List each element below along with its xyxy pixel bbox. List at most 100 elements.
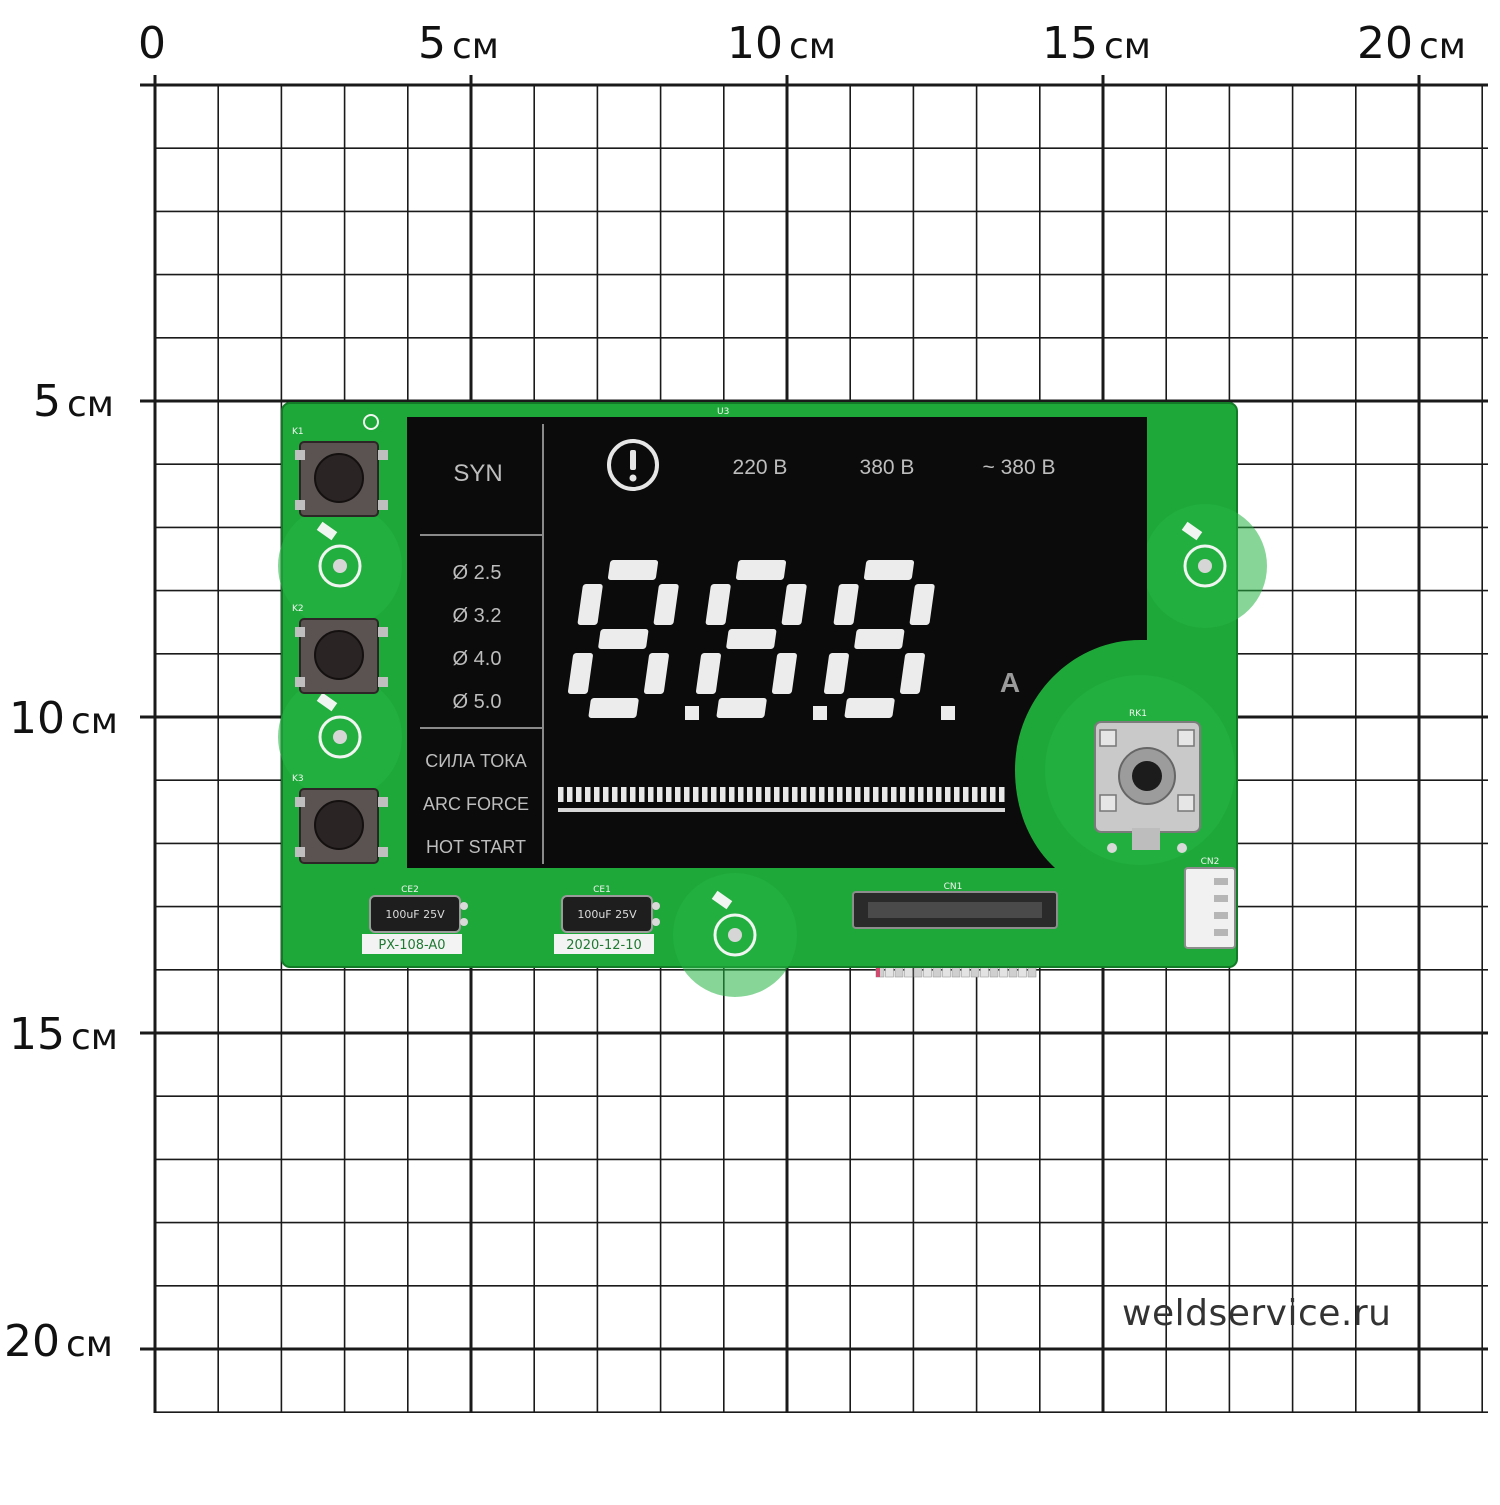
bar-segment [558, 787, 564, 802]
axis-top-0: 0 [138, 18, 166, 69]
button-leg [378, 677, 388, 687]
bar-segment [900, 787, 906, 802]
segment [716, 698, 767, 718]
bar-segment [648, 787, 654, 802]
segment [588, 698, 639, 718]
capacitor-body [369, 895, 461, 933]
segment [844, 698, 895, 718]
capacitor-pin [460, 902, 468, 910]
silkscreen-box [554, 934, 654, 954]
bar-segment [846, 787, 852, 802]
button-cap [314, 630, 364, 680]
bar-segment [711, 787, 717, 802]
electrode-label: Ø 2.5 [453, 562, 502, 584]
capacitor-pin [652, 902, 660, 910]
bar-segment [882, 787, 888, 802]
segment [607, 560, 659, 580]
bar-segment [837, 787, 843, 802]
bar-segment [783, 787, 789, 802]
bar-segment [639, 787, 645, 802]
bar-segment [765, 787, 771, 802]
segment [863, 560, 915, 580]
segment [781, 584, 807, 625]
bar-graph [558, 787, 1005, 812]
bar-segment [864, 787, 870, 802]
segment [653, 584, 679, 625]
pad-hole [333, 559, 347, 573]
connector-pin [1214, 929, 1228, 936]
bar-segment [612, 787, 618, 802]
bar-segment [954, 787, 960, 802]
decimal-point [813, 706, 827, 720]
connector-pin [1214, 878, 1228, 885]
silkscreen-box [362, 934, 462, 954]
segment [577, 584, 603, 625]
button-leg [378, 847, 388, 857]
bar-segment [567, 787, 573, 802]
bar-segment [684, 787, 690, 802]
mount-pad [278, 675, 402, 799]
button-leg [378, 450, 388, 460]
bar-segment [891, 787, 897, 802]
segment [726, 629, 777, 649]
bar-segment [810, 787, 816, 802]
mount-pad [673, 873, 797, 997]
segment [567, 653, 593, 694]
bar-segment [963, 787, 969, 802]
bar-segment [801, 787, 807, 802]
encoder-clip [1177, 794, 1195, 812]
bar-segment [774, 787, 780, 802]
warning-dot [629, 474, 637, 482]
bar-segment [819, 787, 825, 802]
param-label: ARC FORCE [423, 794, 529, 814]
bar-segment [729, 787, 735, 802]
screw-mount-icon [316, 521, 338, 541]
screw-mount-icon [1181, 521, 1203, 541]
bar-segment [576, 787, 582, 802]
mode-label: SYN [453, 460, 502, 487]
button-leg [295, 500, 305, 510]
capacitor-marking: 100uF 25V [385, 908, 445, 921]
connector-body [1184, 867, 1236, 949]
bar-segment [828, 787, 834, 802]
connector-ref: CN1 [944, 882, 963, 892]
bar-segment [630, 787, 636, 802]
param-label: СИЛА ТОКА [425, 751, 526, 771]
electrode-label: Ø 3.2 [453, 605, 502, 627]
bar-segment [666, 787, 672, 802]
pad-ring [713, 913, 757, 957]
connector-pin [1214, 895, 1228, 902]
param-label: HOT START [426, 837, 526, 857]
fiducial [363, 414, 379, 430]
button-ref: K2 [292, 604, 304, 614]
bar-segment [909, 787, 915, 802]
pad-hole [333, 730, 347, 744]
exclamation-circle-icon [607, 439, 659, 491]
capacitor-pin [652, 918, 660, 926]
electrode-label: Ø 5.0 [453, 691, 502, 713]
bar-segment [855, 787, 861, 802]
button-cap [314, 453, 364, 503]
button-leg [295, 797, 305, 807]
encoder-shaft [1132, 761, 1162, 791]
bar-baseline [558, 808, 1005, 812]
capacitor-pin [460, 918, 468, 926]
connector-slot [868, 902, 1042, 918]
tact-button-k2: K2 [292, 604, 388, 694]
electrode-label: Ø 4.0 [453, 648, 502, 670]
button-ref: K1 [292, 427, 304, 437]
capacitor-ref: CE2 [401, 885, 419, 895]
capacitor-ref: CE1 [593, 885, 611, 895]
screw-mount-icon [711, 890, 733, 910]
bar-segment [972, 787, 978, 802]
bar-segment [747, 787, 753, 802]
voltage-label: ~ 380 В [983, 456, 1056, 479]
rotary-encoder: RK1 [1045, 675, 1235, 865]
connector-cn2: CN2 [1184, 857, 1236, 949]
pad-ring [318, 715, 362, 759]
bar-segment [585, 787, 591, 802]
